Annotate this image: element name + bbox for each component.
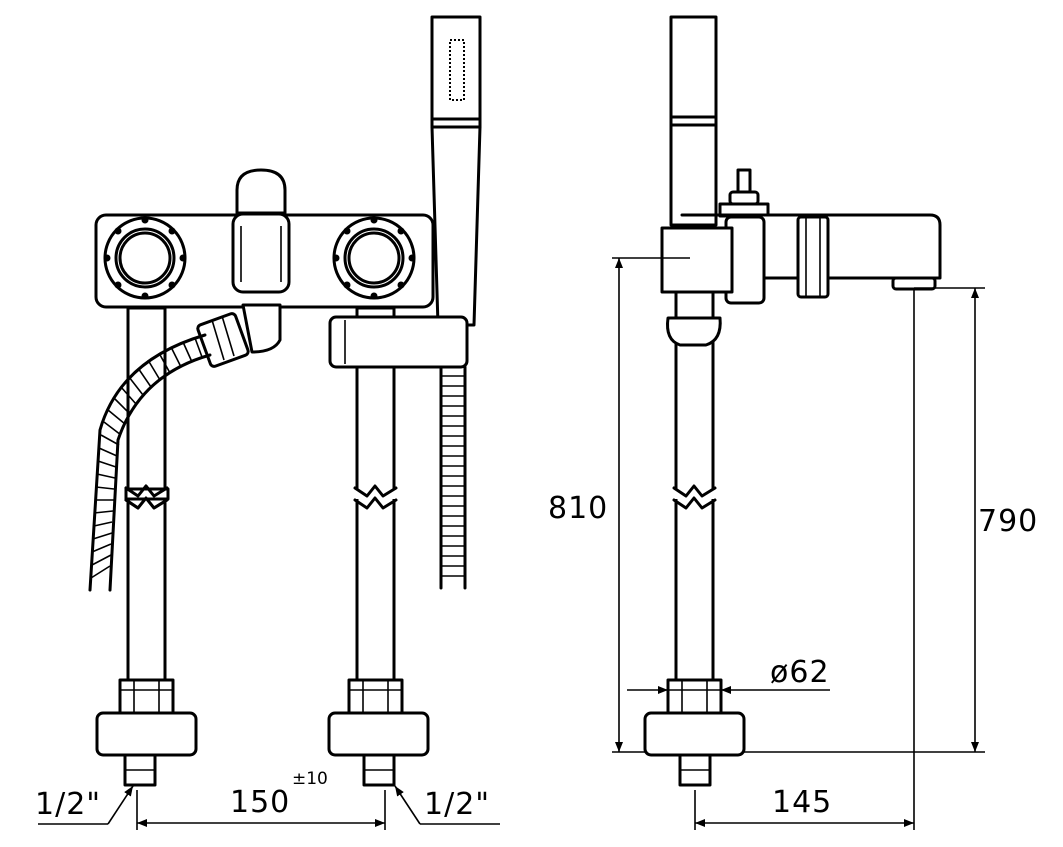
spout-height-dimension: 790 [744, 287, 1038, 753]
spout-projection-dimension: 145 [694, 290, 915, 830]
right-thread-dimension: 1/2" [394, 785, 500, 825]
shower-holder [328, 315, 469, 369]
right-thread-label: 1/2" [424, 787, 490, 822]
spout-height-label: 790 [978, 504, 1038, 539]
right-control-knob [332, 216, 416, 300]
total-height-dimension: 810 [548, 257, 690, 753]
hand-shower [430, 15, 482, 327]
spout-projection-label: 145 [772, 785, 832, 820]
side-diverter-knob [718, 168, 770, 218]
center-distance-dimension: 150 ±10 [136, 769, 386, 830]
side-standpipe [672, 288, 717, 682]
base-diameter-label: ø62 [770, 655, 830, 690]
left-thread-label: 1/2" [35, 787, 101, 822]
shower-nozzle-holes [449, 39, 465, 101]
total-height-label: 810 [548, 491, 608, 526]
base-diameter-dimension: ø62 [627, 655, 830, 694]
left-thread-dimension: 1/2" [35, 785, 134, 825]
center-tolerance-label: ±10 [292, 769, 328, 789]
right-floor-flange [327, 678, 430, 787]
shower-hose-right [439, 365, 467, 590]
hose-outlet [196, 303, 282, 368]
spout-body [660, 213, 942, 347]
side-floor-flange [643, 678, 746, 787]
center-distance-label: 150 [230, 785, 290, 820]
left-floor-flange [95, 678, 198, 787]
side-hand-shower [669, 15, 718, 227]
diverter-knob [231, 168, 291, 294]
side-view: 810 790 ø62 145 [548, 15, 1038, 830]
left-control-knob [103, 216, 187, 300]
front-view: 150 ±10 1/2" 1/2" [35, 15, 500, 830]
shower-hose-left [88, 333, 212, 592]
